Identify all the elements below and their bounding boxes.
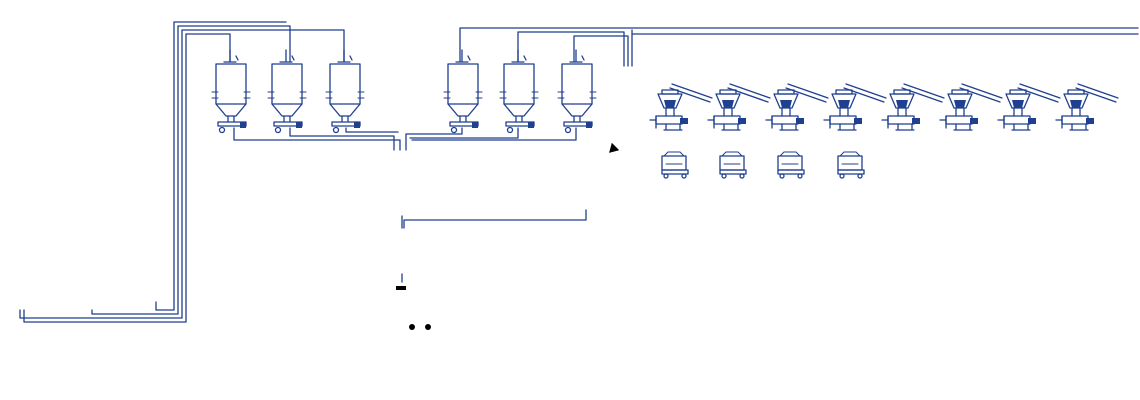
pipe-segment	[233, 127, 401, 151]
silo-6	[557, 49, 597, 134]
conveyor-container-2	[719, 151, 747, 179]
conveyor-container-3	[777, 151, 805, 179]
pipe-segment	[409, 127, 519, 139]
big-bag-station-2	[66, 198, 116, 303]
gravimetric-feeder-7	[997, 83, 1061, 131]
gravimetric-feeder-6	[939, 83, 1003, 131]
container-conveyor	[609, 142, 865, 179]
pipe-segment	[345, 127, 399, 133]
silo-3	[325, 49, 365, 134]
gravimetric-feeder-2	[707, 83, 771, 131]
gravimetric-feeder-3	[765, 83, 829, 131]
silo-1	[211, 49, 251, 134]
pipe-segment	[155, 21, 287, 311]
bag-dump-station-left	[136, 250, 166, 302]
storage-silos	[211, 49, 597, 134]
gravimetric-feeder-1	[649, 83, 713, 131]
pipe-segment	[411, 127, 577, 141]
gravimetric-feeder-4	[823, 83, 887, 131]
big-bag-station-1	[2, 198, 52, 303]
extruder-mixer	[396, 286, 431, 330]
bag-dump-station-middle	[566, 157, 600, 211]
cyclone-receiver	[382, 228, 422, 276]
silo-2	[267, 49, 307, 134]
pipe-segment	[403, 209, 587, 229]
pipe-segment	[517, 31, 625, 67]
pipe-segment	[19, 29, 345, 319]
silo-4	[443, 49, 483, 134]
weighing-hopper	[380, 140, 424, 228]
conveyor-container-1	[661, 151, 689, 179]
pipe-segment	[91, 25, 291, 315]
gravimetric-feeders	[649, 83, 1119, 131]
conveyor-container-4	[837, 151, 865, 179]
gravimetric-feeder-8	[1055, 83, 1119, 131]
gravimetric-feeder-5	[881, 83, 945, 131]
pipe-segment	[289, 127, 395, 151]
pipe-segment	[459, 27, 1139, 63]
silo-5	[499, 49, 539, 134]
pipe-segment	[573, 29, 1139, 67]
pipe-segment	[23, 33, 231, 323]
pipe-segment	[405, 127, 463, 151]
conveying-pipelines	[19, 21, 1139, 323]
